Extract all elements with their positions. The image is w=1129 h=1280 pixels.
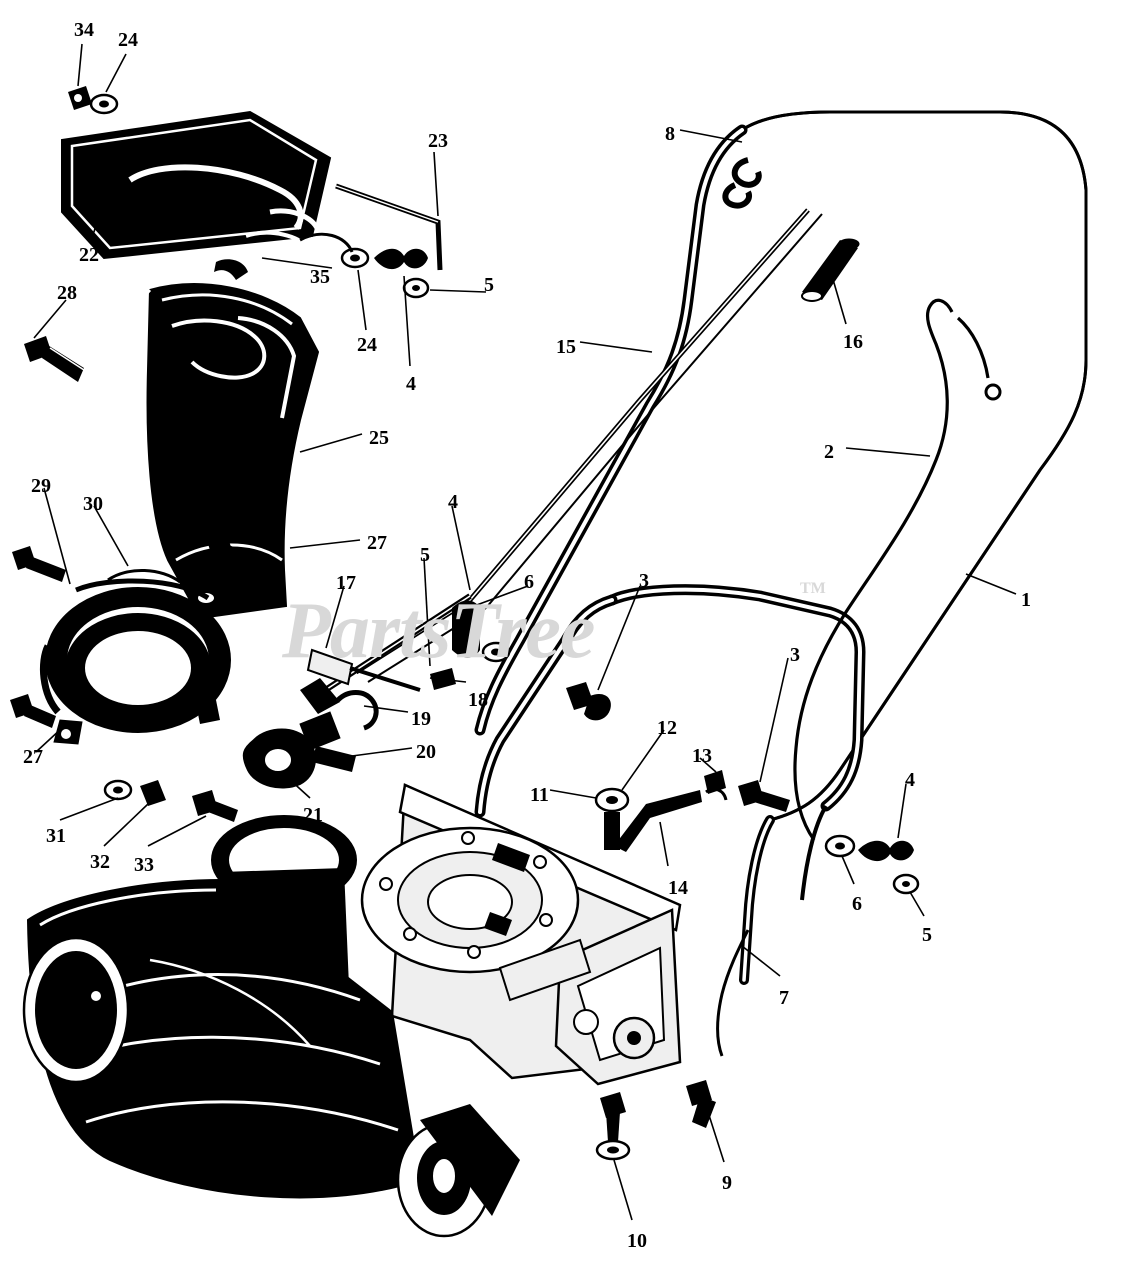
callout-number-3[interactable]: 3 xyxy=(790,644,800,666)
callout-number-19[interactable]: 19 xyxy=(411,708,431,730)
callout-number-27[interactable]: 27 xyxy=(367,532,387,554)
callout-number-33[interactable]: 33 xyxy=(134,854,154,876)
callout-number-34[interactable]: 34 xyxy=(74,19,94,41)
callout-number-32[interactable]: 32 xyxy=(90,851,110,873)
callout-number-13[interactable]: 13 xyxy=(692,745,712,767)
callout-number-22[interactable]: 22 xyxy=(79,244,99,266)
callout-number-28[interactable]: 28 xyxy=(57,282,77,304)
callout-number-6[interactable]: 6 xyxy=(524,571,534,593)
callout-number-29[interactable]: 29 xyxy=(31,475,51,497)
callout-number-31[interactable]: 31 xyxy=(46,825,66,847)
callout-number-5[interactable]: 5 xyxy=(420,544,430,566)
callout-number-1[interactable]: 1 xyxy=(1021,589,1031,611)
callout-number-5[interactable]: 5 xyxy=(484,274,494,296)
callout-number-24[interactable]: 24 xyxy=(118,29,138,51)
callout-number-3[interactable]: 3 xyxy=(639,570,649,592)
watermark-trademark: TM xyxy=(800,580,826,597)
callout-number-5[interactable]: 5 xyxy=(922,924,932,946)
callout-number-35[interactable]: 35 xyxy=(310,266,330,288)
callout-number-9[interactable]: 9 xyxy=(722,1172,732,1194)
callout-number-25[interactable]: 25 xyxy=(369,427,389,449)
callout-number-27[interactable]: 27 xyxy=(23,746,43,768)
callout-number-7[interactable]: 7 xyxy=(779,987,789,1009)
callout-number-2[interactable]: 2 xyxy=(824,441,834,463)
callout-number-16[interactable]: 16 xyxy=(843,331,863,353)
callout-number-15[interactable]: 15 xyxy=(556,336,576,358)
callout-number-10[interactable]: 10 xyxy=(627,1230,647,1252)
callout-number-21[interactable]: 21 xyxy=(303,804,323,826)
callout-number-14[interactable]: 14 xyxy=(668,877,688,899)
callout-number-11[interactable]: 11 xyxy=(530,784,549,806)
callout-number-20[interactable]: 20 xyxy=(416,741,436,763)
callout-number-4[interactable]: 4 xyxy=(406,373,416,395)
callout-number-30[interactable]: 30 xyxy=(83,493,103,515)
callout-number-12[interactable]: 12 xyxy=(657,717,677,739)
callout-number-6[interactable]: 6 xyxy=(852,893,862,915)
callout-number-4[interactable]: 4 xyxy=(905,769,915,791)
callout-number-17[interactable]: 17 xyxy=(336,572,356,594)
callout-number-24[interactable]: 24 xyxy=(357,334,377,356)
callout-number-23[interactable]: 23 xyxy=(428,130,448,152)
callout-number-18[interactable]: 18 xyxy=(468,689,488,711)
callout-number-4[interactable]: 4 xyxy=(448,491,458,513)
callout-number-8[interactable]: 8 xyxy=(665,123,675,145)
